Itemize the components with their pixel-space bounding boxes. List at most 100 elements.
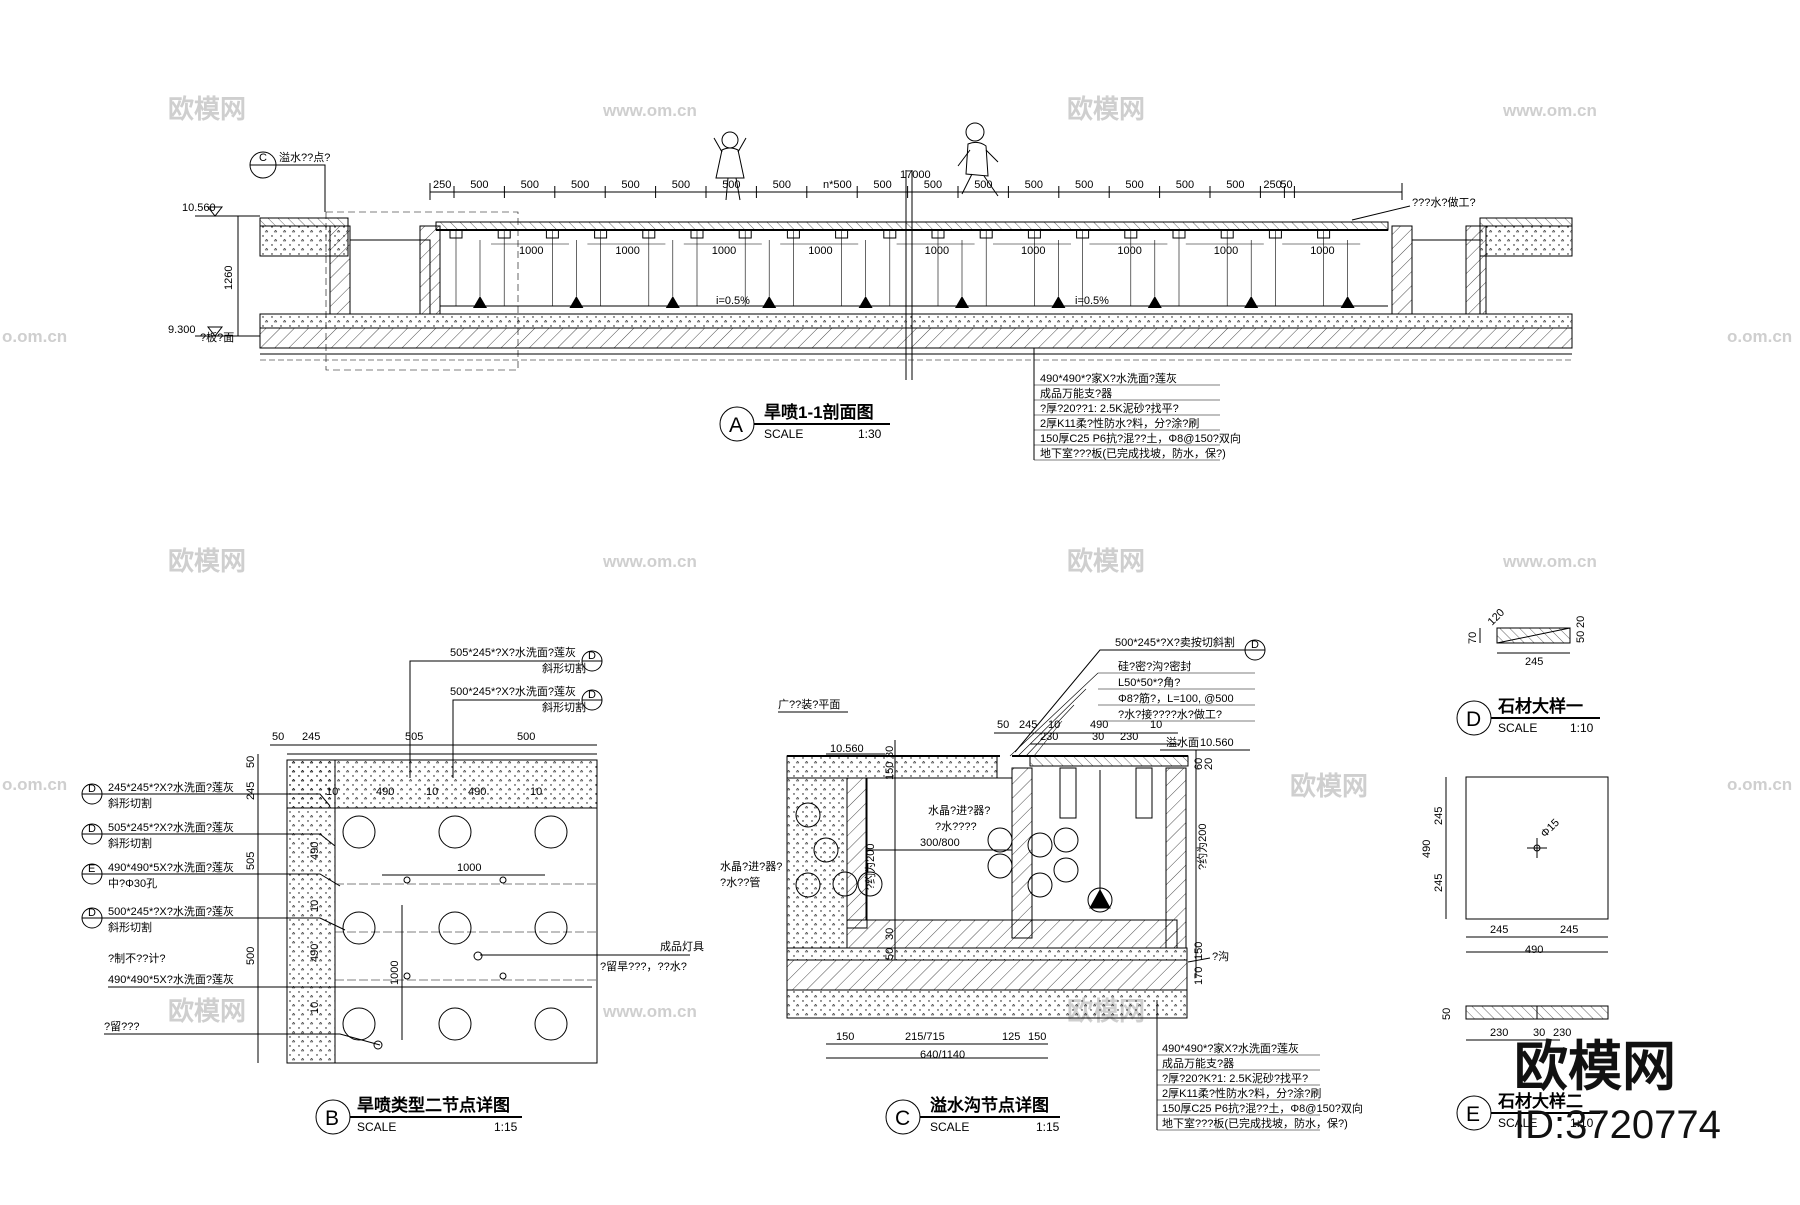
b-inner-dim: 10 <box>426 786 438 798</box>
elev-top: 10.560 <box>182 202 216 214</box>
c-pipe-2: 水晶?进?器? <box>720 860 782 873</box>
a-chain-dim: 500 <box>1025 179 1043 191</box>
c-right-dim: 20 <box>1203 758 1215 770</box>
nozzle-head <box>642 229 656 239</box>
b-spacing-h: 1000 <box>457 862 481 874</box>
stone-profile-1 <box>1496 627 1571 644</box>
fountain-light-icon <box>1244 296 1259 308</box>
a-chain-dim: 500 <box>1226 179 1244 191</box>
pipe-section <box>795 872 821 898</box>
c-pipe-1: 水晶?进?器? <box>928 804 990 817</box>
c-callout-line: 硅?密?沟?密封 <box>1118 659 1191 673</box>
e-bottom-dim: 490 <box>1525 944 1543 956</box>
a-chain-dim: 500 <box>672 179 690 191</box>
nozzle-head <box>1268 229 1282 239</box>
elev-bottom-note: ?板?面 <box>200 330 234 344</box>
section-b-drawing: 50 245 505 500 10 490 10 490 10 50 245 5… <box>81 645 704 1135</box>
a-spacing-dim: 1000 <box>925 245 949 257</box>
nozzle-head <box>1317 229 1331 239</box>
b-inner-dim: 10 <box>530 786 542 798</box>
fountain-light-icon <box>569 296 584 308</box>
c-top-dim: 10 <box>1048 719 1060 731</box>
c-grating-deck <box>1029 755 1189 767</box>
fountain-light-icon <box>1147 296 1162 308</box>
b-callout-left-sub: 斜形切割 <box>108 920 152 934</box>
c-layer-note: 2厚K11柔?性防水?料，分?涂?刷 <box>1162 1086 1321 1100</box>
watermark-url: www.om.cn <box>1502 552 1597 571</box>
section-a-scale-label: SCALE <box>764 427 803 441</box>
a-spacing-dim: 1000 <box>808 245 832 257</box>
section-b-marker: B <box>325 1107 339 1130</box>
nozzle-head <box>449 229 463 239</box>
section-d-scale: 1:10 <box>1570 721 1594 735</box>
c-callout-top-ref: D <box>1251 639 1259 651</box>
child-figure-left <box>713 131 747 201</box>
c-right-dim: 150 <box>1193 942 1205 960</box>
section-e-scale: 1:10 <box>1570 1116 1594 1130</box>
child-figure-right <box>957 122 999 197</box>
b-callout-top: 500*245*?X?水洗面?莲灰 <box>450 684 576 698</box>
b-callout-top-sub: 斜形切割 <box>542 700 586 714</box>
nozzle-ring <box>534 815 568 849</box>
c-top-dim: 50 <box>997 719 1009 731</box>
a-spacing-dim: 1000 <box>712 245 736 257</box>
a-chain-dim: 500 <box>521 179 539 191</box>
a-chain-dim: 500 <box>1075 179 1093 191</box>
c-top-dim: 10 <box>1150 719 1162 731</box>
nozzle-ring <box>438 1007 472 1041</box>
right-label: ???水?做工? <box>1412 195 1476 209</box>
b-light-label: 成品灯具 <box>660 940 704 953</box>
e2-dim: 230 <box>1553 1027 1571 1039</box>
pipe-section <box>1053 827 1079 853</box>
plan-e-drawing: Φ15 245 490 245 245 245 490 <box>1421 776 1609 956</box>
a-chain-dim: 500 <box>571 179 589 191</box>
section-c-marker: C <box>895 1107 910 1130</box>
section-c-scale: 1:15 <box>1036 1120 1060 1134</box>
pipe-section <box>987 853 1013 879</box>
b-callout-top: 505*245*?X?水洗面?莲灰 <box>450 645 576 659</box>
nozzle-head <box>594 229 608 239</box>
drain-icon <box>373 1040 383 1050</box>
section-e-drawing: 50 230 30 230 E 石材大样二 SCALE 1:10 <box>1441 1005 1609 1131</box>
section-c-title: 溢水沟节点详图 <box>930 1095 1049 1115</box>
nozzle-head <box>545 229 559 239</box>
b-note-1: ?制不??计? <box>108 952 165 965</box>
a-layer-note: 成品万能支?器 <box>1040 386 1112 400</box>
b-side-dim: 505 <box>245 852 257 870</box>
b-side-dim: 500 <box>245 947 257 965</box>
a-layer-note: 150厚C25 P6抗?混??土，Φ8@150?双向 <box>1040 431 1241 445</box>
pipe-section <box>832 871 858 897</box>
e-side-dim: 245 <box>1433 807 1445 825</box>
c-plaza-label: 广??装?平面 <box>778 698 840 711</box>
callout-c-letter: C <box>259 152 267 164</box>
fountain-light-icon <box>955 296 969 308</box>
c-sub-dim: 30 <box>1092 731 1104 743</box>
brand-id: ID:3720774 <box>1514 1103 1721 1147</box>
b-inner-dim: 490 <box>468 786 486 798</box>
nozzle-ring <box>342 1007 376 1041</box>
e-hole-dim: Φ15 <box>1539 817 1562 840</box>
nozzle-head <box>835 229 849 239</box>
section-d-marker: D <box>1466 708 1481 731</box>
section-a-scale: 1:30 <box>858 427 882 441</box>
nozzle-ring <box>342 911 376 945</box>
nozzle-hole <box>403 972 411 980</box>
paving-right <box>1479 225 1573 257</box>
b-callout-left: 490*490*5X?水洗面?莲灰 <box>108 860 234 874</box>
b-vert-dim: 10 <box>309 1002 321 1014</box>
a-layer-note: ?厚?20??1: 2.5K泥砂?找平? <box>1040 401 1179 415</box>
watermark-url: o.om.cn <box>2 327 67 346</box>
watermark-url: o.om.cn <box>1727 775 1792 794</box>
b-callout-top-sub: 斜形切割 <box>542 661 586 675</box>
c-callout-line: Φ8?筋?，L=100, @500 <box>1118 691 1234 705</box>
e-bottom-dim: 245 <box>1490 924 1508 936</box>
b-note-3: ?留??? <box>104 1020 139 1033</box>
section-b-scale-label: SCALE <box>357 1120 396 1134</box>
c-vert-dim: 50 <box>884 948 896 960</box>
pipe-section <box>795 802 821 828</box>
b-callout-left-sub: 斜形切割 <box>108 836 152 850</box>
b-callout-left: 500*245*?X?水洗面?莲灰 <box>108 904 234 918</box>
nozzle-ring <box>438 911 472 945</box>
pipe-section <box>1027 832 1053 858</box>
